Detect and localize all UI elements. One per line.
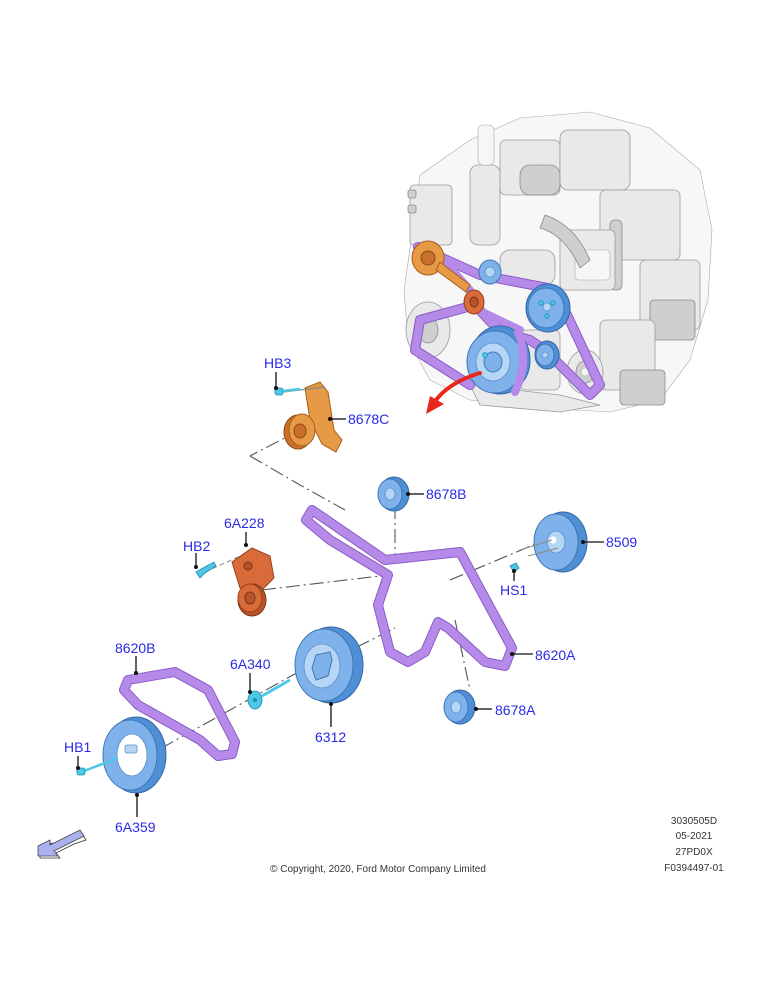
callout-hb2: HB2 [183,538,210,569]
label-hb2: HB2 [183,538,210,554]
label-6a340: 6A340 [230,656,271,672]
belt-8620b [119,667,240,761]
callout-6a340: 6A340 [230,656,271,694]
callout-hb1: HB1 [64,739,91,770]
callout-8620a: 8620A [510,647,576,663]
engine-illustration [403,111,713,413]
red-curved-arrow-icon [426,371,482,414]
label-8678c: 8678C [348,411,389,427]
doc-code: 3030505D [671,816,717,827]
callout-8678c: 8678C [328,411,389,427]
bolt-hb3 [274,386,326,396]
callout-6a228: 6A228 [224,515,265,547]
tensioner-6a228 [231,547,275,617]
figure-id: F0394497-01 [664,863,724,874]
idler-pulley-8678b [377,476,410,512]
label-8509: 8509 [606,534,637,550]
bolt-hb1 [76,756,119,776]
label-6312: 6312 [315,729,346,745]
tensioner-8678c [283,381,343,453]
pulley-8509 [519,511,588,573]
damper-6312 [294,626,364,704]
view-direction-arrow-icon [37,829,87,859]
callout-8509: 8509 [581,534,637,550]
label-6a228: 6A228 [224,515,265,531]
label-8620a: 8620A [535,647,576,663]
callout-6a359: 6A359 [115,793,156,835]
vehicle-code: 27PD0X [675,847,713,858]
label-8620b: 8620B [115,640,155,656]
callout-8678a: 8678A [474,702,536,718]
callout-8678b: 8678B [406,486,466,502]
doc-date: 05-2021 [676,831,713,842]
copyright-text: © Copyright, 2020, Ford Motor Company Li… [270,864,486,875]
pulley-6a359 [102,716,167,794]
callout-hb3: HB3 [264,355,291,390]
idler-pulley-8678a [443,689,476,725]
callout-8620b: 8620B [115,640,155,675]
label-8678b: 8678B [426,486,466,502]
bolt-hb2 [195,555,241,579]
label-hs1: HS1 [500,582,527,598]
callout-6312: 6312 [315,702,346,745]
belt-8620a [301,505,517,671]
label-8678a: 8678A [495,702,536,718]
label-hb1: HB1 [64,739,91,755]
callout-hs1: HS1 [500,569,527,598]
label-6a359: 6A359 [115,819,156,835]
label-hb3: HB3 [264,355,291,371]
bolt-6a340 [247,678,291,710]
